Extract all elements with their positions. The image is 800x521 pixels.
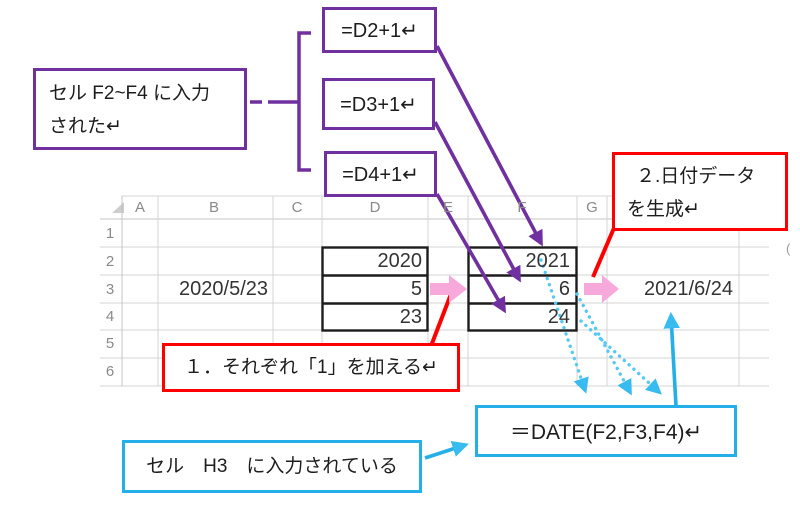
- formula-box-d4: =D4+1↵: [324, 151, 437, 197]
- red-callout-pointers: [429, 227, 616, 347]
- input-cells-label-line1: セル F2~F4 に入力: [49, 83, 210, 104]
- pink-block-arrow-f-to-h: [584, 275, 619, 303]
- col-header-c: C: [291, 199, 303, 216]
- row-header-3: 3: [105, 281, 115, 298]
- step2-line2: を生成↵: [627, 199, 700, 220]
- input-cells-label-line2: された↵: [49, 116, 122, 137]
- pink-block-arrow-d-to-f: [430, 275, 467, 303]
- dotted-arrow-f4-to-date: [579, 319, 662, 395]
- dotted-arrow-f3-to-date: [575, 292, 632, 396]
- stray-paren-glyph: (: [786, 241, 791, 256]
- col-header-a: A: [134, 199, 145, 216]
- col-header-b: B: [208, 199, 219, 216]
- step2-line1: ２.日付データ: [636, 166, 756, 187]
- arrow-h3label-to-date: [424, 440, 469, 460]
- cell-d3: 5: [410, 278, 422, 300]
- step2-pointer-line: [591, 227, 616, 278]
- arrow-date-to-result: [663, 311, 680, 407]
- date-formula-box: ＝DATE(F2,F3,F4)↵: [475, 405, 737, 457]
- h3-label-box: セル H3 に入力されている: [122, 440, 422, 493]
- cell-h3-result: 2021/6/24: [644, 278, 733, 300]
- row-header-6: 6: [105, 363, 115, 380]
- arrow-d2plus1-to-f2: [435, 45, 543, 247]
- row-header-1: 1: [105, 225, 115, 242]
- input-cells-label-box: セル F2~F4 に入力 された↵: [33, 68, 247, 150]
- cell-f2: 2021: [525, 250, 571, 272]
- arrow-d3plus1-to-f3: [433, 121, 521, 283]
- formula-box-d2: =D2+1↵: [322, 7, 437, 53]
- cell-d2: 2020: [377, 250, 423, 272]
- cell-f3: 6: [558, 278, 570, 300]
- select-all-corner-icon: [112, 202, 124, 213]
- cell-range-borders: [321, 246, 578, 332]
- formula-box-d3: =D3+1↵: [322, 78, 435, 130]
- cell-f4: 24: [547, 306, 570, 328]
- purple-brace: [250, 31, 311, 172]
- purple-formula-arrows: [433, 45, 543, 314]
- col-header-e: E: [442, 199, 453, 216]
- cyan-dotted-arrows: [539, 258, 662, 396]
- arrow-d4plus1-to-f4: [435, 193, 506, 314]
- step2-callout-box: ２.日付データ を生成↵: [612, 152, 788, 231]
- cyan-solid-arrows: [424, 311, 680, 460]
- row-header-2: 2: [105, 253, 115, 270]
- step1-pointer-line: [429, 293, 453, 347]
- step1-callout-box: １．それぞれ「1」を加える↵: [162, 343, 460, 392]
- col-header-d: D: [369, 199, 381, 216]
- cell-d4: 23: [399, 306, 422, 328]
- cell-b3: 2020/5/23: [179, 278, 268, 300]
- row-header-4: 4: [105, 308, 115, 325]
- row-header-5: 5: [105, 335, 115, 352]
- col-header-f: F: [517, 199, 527, 216]
- col-header-g: G: [586, 199, 598, 216]
